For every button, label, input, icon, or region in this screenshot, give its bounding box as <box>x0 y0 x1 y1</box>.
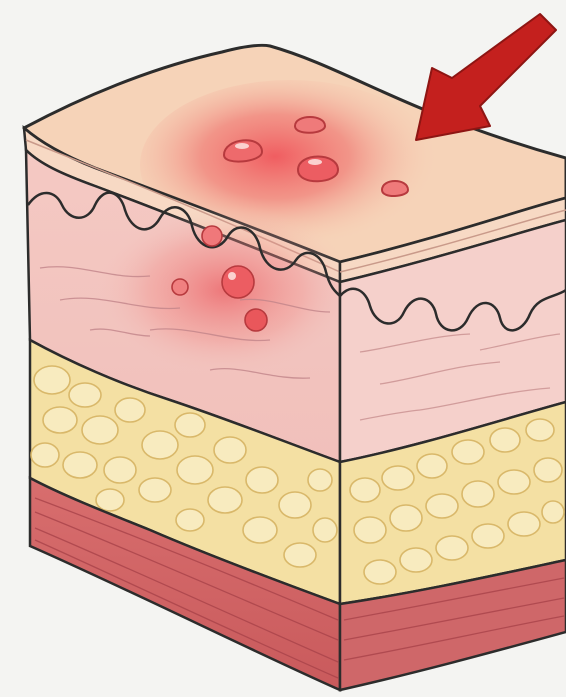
arrow-indicator <box>416 14 556 140</box>
